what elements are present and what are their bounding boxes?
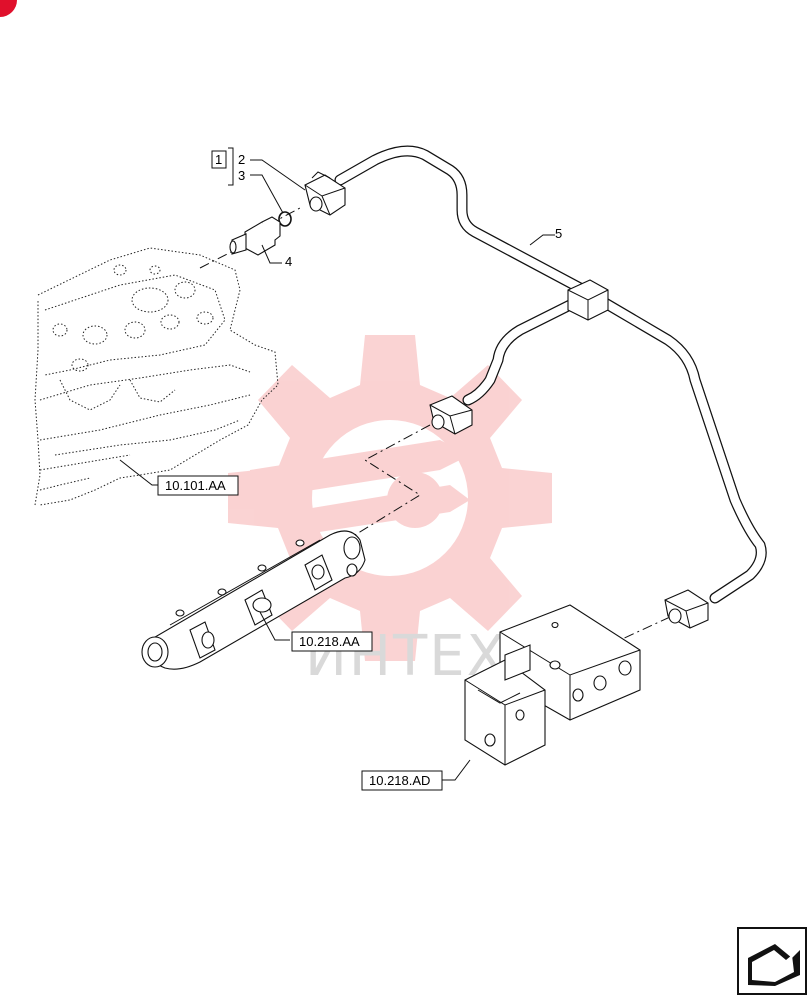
engine-block — [34, 247, 279, 506]
connector-middle — [429, 395, 473, 435]
item-label-sensor: 4 — [285, 254, 292, 269]
sensor — [229, 216, 281, 256]
next-page-arrow-icon[interactable] — [737, 927, 807, 995]
fuel-rail — [141, 530, 366, 670]
mounting-bracket — [464, 604, 641, 766]
ref-box-bracket-frame — [361, 770, 443, 791]
ref-box-rail-frame — [291, 631, 373, 652]
ref-fuel-rail: 10.218.AA — [299, 634, 360, 649]
seal-ring — [278, 211, 292, 227]
item-label-harness: 5 — [555, 226, 562, 241]
connector-bottom — [664, 589, 709, 629]
group-box-frame — [211, 150, 227, 169]
item-label-connector: 2 — [238, 152, 245, 167]
wire-harness — [334, 145, 767, 604]
corner-badge — [0, 0, 17, 17]
ref-bracket: 10.218.AD — [369, 773, 430, 788]
item-label-group: 1 — [215, 152, 222, 167]
item-label-seal-ring: 3 — [238, 168, 245, 183]
leader-lines — [119, 147, 555, 781]
ref-engine-block: 10.101.AA — [165, 478, 226, 493]
ref-box-engine-frame — [157, 475, 239, 496]
connector-top — [304, 171, 346, 216]
